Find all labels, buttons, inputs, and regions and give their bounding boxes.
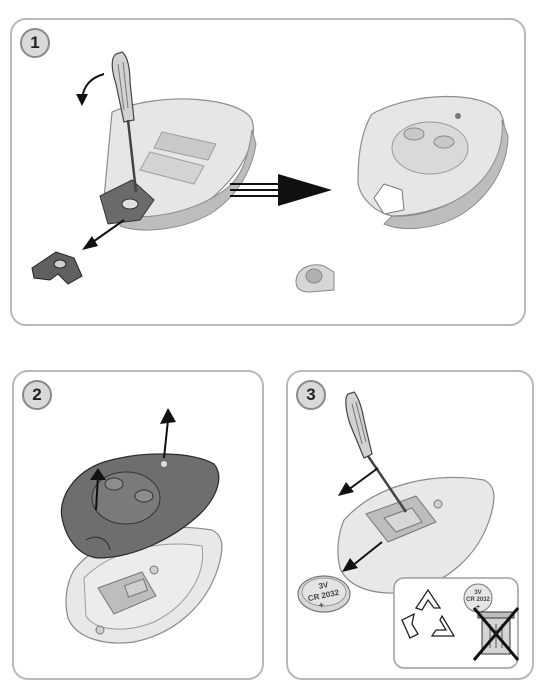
step-1-badge: 1 bbox=[20, 28, 50, 58]
removed-clip bbox=[31, 251, 83, 285]
remote-base bbox=[337, 476, 495, 594]
step-1-number: 1 bbox=[30, 33, 40, 52]
inset-battery-model: CR 2032 bbox=[466, 597, 490, 603]
crossed-bin-icon bbox=[472, 607, 520, 661]
arrow-icon bbox=[230, 174, 332, 206]
step-1-illustration bbox=[31, 51, 509, 293]
step-3-number: 3 bbox=[306, 385, 316, 404]
battery-voltage: 3V bbox=[318, 580, 330, 591]
screwdriver-icon bbox=[345, 391, 408, 513]
screwdriver-icon bbox=[111, 51, 138, 193]
inset-battery-polarity: + bbox=[476, 604, 480, 611]
coin-battery: 3V CR 2032 + bbox=[297, 575, 351, 613]
clip-part bbox=[295, 264, 335, 293]
step-2-badge: 2 bbox=[22, 380, 52, 410]
arrow-icon bbox=[338, 467, 383, 572]
step-2-number: 2 bbox=[32, 385, 42, 404]
recycle-icon bbox=[401, 588, 456, 639]
arrow-icon bbox=[76, 73, 125, 250]
battery-icon: 3V CR 2032 + bbox=[463, 583, 493, 613]
remote-closed bbox=[99, 98, 257, 231]
remote-opened bbox=[357, 95, 509, 230]
step-2-illustration bbox=[60, 408, 223, 644]
step-1-panel: 1 bbox=[10, 18, 526, 326]
step-3-badge: 3 bbox=[296, 380, 326, 410]
inset-battery-voltage: 3V bbox=[474, 590, 481, 596]
step-2-panel: 2 bbox=[12, 370, 264, 680]
step-3-panel: 3 3V CR 2032 + bbox=[286, 370, 534, 680]
battery-polarity: + bbox=[318, 600, 325, 611]
arrow-icon bbox=[90, 408, 176, 511]
step-3-illustration: 3V CR 2032 + 3V CR 2032 + bbox=[297, 391, 520, 669]
